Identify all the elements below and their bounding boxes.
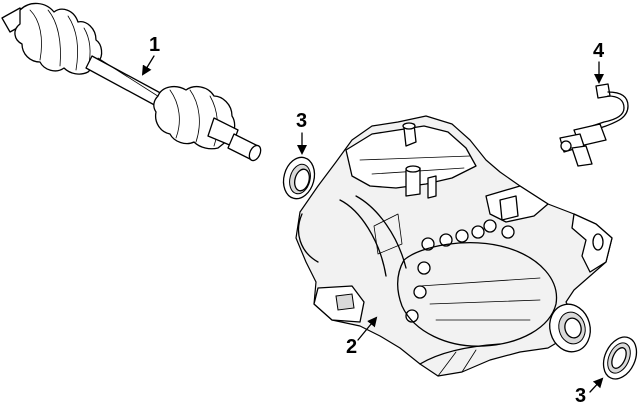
differential-assembly[interactable]: [295, 115, 613, 377]
callout-3-upper: 3: [296, 110, 307, 155]
callout-number: 3: [575, 385, 586, 407]
callout-number: 4: [593, 40, 605, 62]
callout-3-lower: 3: [575, 377, 604, 407]
callout-number: 3: [296, 110, 307, 132]
axle-seal-left[interactable]: [279, 154, 319, 202]
callout-1: 1: [141, 34, 160, 76]
callout-number: 2: [346, 336, 357, 358]
callout-number: 1: [149, 34, 160, 56]
axle-shaft[interactable]: [1, 2, 263, 162]
callout-2: 2: [346, 316, 378, 358]
speed-sensor[interactable]: [559, 83, 629, 167]
callout-4: 4: [593, 40, 605, 84]
axle-seal-right[interactable]: [597, 332, 640, 385]
